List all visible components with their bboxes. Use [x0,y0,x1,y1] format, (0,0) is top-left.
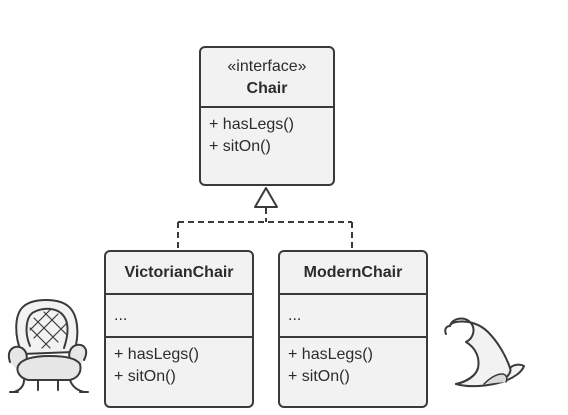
method-item: + sitOn() [209,138,271,155]
fields-placeholder: ... [114,307,128,324]
method-item: + sitOn() [288,368,350,385]
class-modernchair-box: ModernChair ... + hasLegs() + sitOn() [278,250,428,408]
realization-arrowhead [254,187,278,208]
interface-chair-methods: + hasLegs() + sitOn() [201,108,333,164]
interface-chair-header: «interface» Chair [201,48,333,108]
fields-placeholder: ... [288,307,302,324]
method-item: + hasLegs() [114,346,199,363]
class-modernchair-header: ModernChair [280,252,426,295]
class-name: VictorianChair [124,264,234,281]
class-modernchair-methods: + hasLegs() + sitOn() [280,338,426,394]
class-victorianchair-header: VictorianChair [106,252,252,295]
method-item: + hasLegs() [288,346,373,363]
class-victorianchair-methods: + hasLegs() + sitOn() [106,338,252,394]
class-name: ModernChair [303,264,403,281]
class-victorianchair-box: VictorianChair ... + hasLegs() + sitOn() [104,250,254,408]
class-victorianchair-fields: ... [106,295,252,338]
realization-line [177,208,353,250]
armchair-icon [8,299,89,393]
modern-chair-icon [444,317,525,388]
interface-stereotype: «interface» [227,58,307,75]
interface-name: Chair [246,80,288,97]
method-item: + hasLegs() [209,116,294,133]
interface-chair-box: «interface» Chair + hasLegs() + sitOn() [199,46,335,186]
method-item: + sitOn() [114,368,176,385]
class-modernchair-fields: ... [280,295,426,338]
